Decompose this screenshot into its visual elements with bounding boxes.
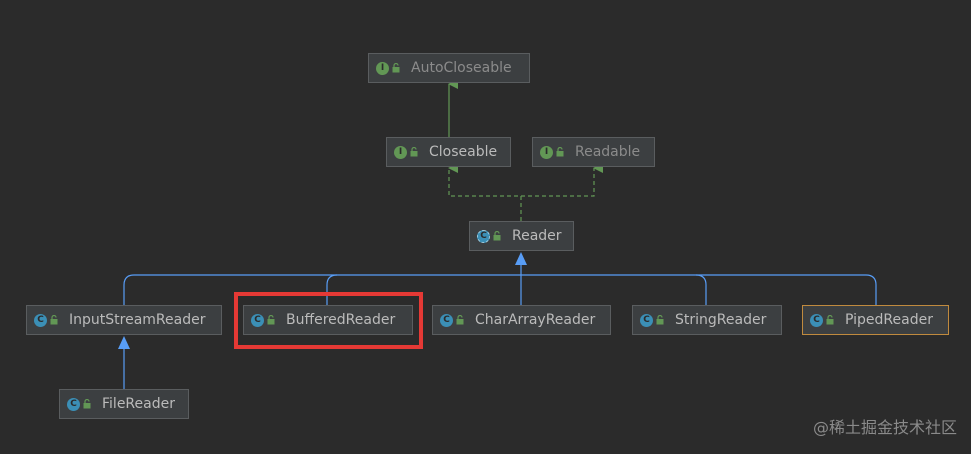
node-autocloseable[interactable]: I AutoCloseable — [368, 53, 530, 83]
edge-stringreader-reader — [521, 274, 707, 305]
node-pipedreader[interactable]: C PipedReader — [802, 305, 949, 335]
edge-reader-readable — [521, 163, 603, 197]
arrowhead-inputstreamreader — [118, 336, 130, 349]
class-icon: C — [440, 313, 453, 327]
edge-pipedreader-reader — [696, 274, 877, 305]
node-label: BufferedReader — [286, 312, 396, 328]
edge-inputstreamreader-reader — [123, 274, 521, 305]
node-label: PipedReader — [845, 312, 933, 328]
lock-icon — [392, 63, 400, 73]
node-filereader[interactable]: C FileReader — [59, 389, 189, 419]
class-icon: C — [640, 313, 653, 327]
node-label: Closeable — [429, 144, 498, 160]
class-icon: C — [67, 397, 80, 411]
lock-icon — [456, 315, 464, 325]
node-label: FileReader — [102, 396, 175, 412]
node-closeable[interactable]: I Closeable — [386, 137, 511, 167]
node-label: CharArrayReader — [475, 312, 596, 328]
lock-icon — [493, 231, 501, 241]
interface-icon: I — [376, 61, 389, 75]
arrowhead-reader — [515, 252, 527, 265]
node-label: AutoCloseable — [411, 60, 512, 76]
node-bufferedreader[interactable]: C BufferedReader — [243, 305, 413, 335]
watermark: @稀土掘金技术社区 — [812, 418, 957, 437]
node-inputstreamreader[interactable]: C InputStreamReader — [26, 305, 222, 335]
node-reader[interactable]: C Reader — [469, 221, 574, 251]
lock-icon — [410, 147, 418, 157]
edge-bufferedreader-reader — [326, 274, 338, 305]
edge-reader-closeable — [448, 163, 522, 221]
class-icon: C — [810, 313, 823, 327]
lock-icon — [656, 315, 664, 325]
node-label: InputStreamReader — [69, 312, 206, 328]
class-icon: C — [251, 313, 264, 327]
lock-icon — [50, 315, 58, 325]
lock-icon — [556, 147, 564, 157]
node-label: StringReader — [675, 312, 767, 328]
lock-icon — [267, 315, 275, 325]
node-readable[interactable]: I Readable — [532, 137, 655, 167]
lock-icon — [826, 315, 834, 325]
node-chararrayreader[interactable]: C CharArrayReader — [432, 305, 611, 335]
class-icon: C — [34, 313, 47, 327]
node-stringreader[interactable]: C StringReader — [632, 305, 782, 335]
node-label: Reader — [512, 228, 562, 244]
interface-icon: I — [394, 145, 407, 159]
node-label: Readable — [575, 144, 641, 160]
lock-icon — [83, 399, 91, 409]
abstract-class-icon: C — [477, 229, 490, 243]
interface-icon: I — [540, 145, 553, 159]
bufferedreader-highlight-box — [234, 292, 423, 349]
